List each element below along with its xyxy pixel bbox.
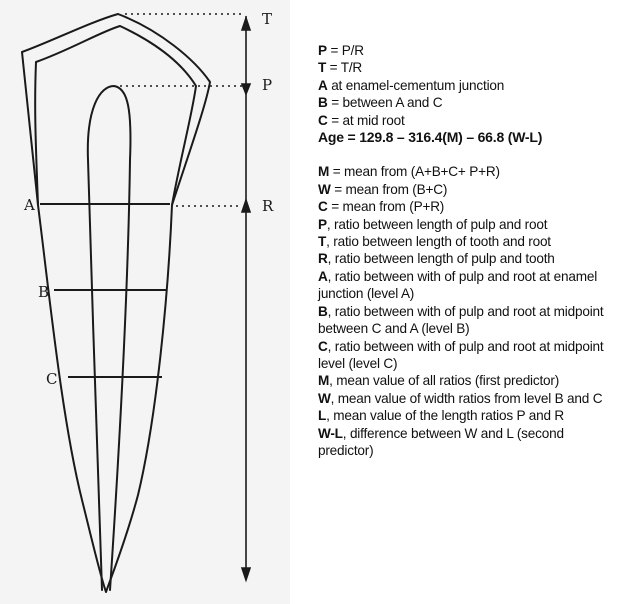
ratio-list: M = mean from (A+B+C+ P+R)W = mean from … xyxy=(318,163,617,459)
symbol: P xyxy=(318,217,327,232)
enamel-line xyxy=(35,26,196,205)
items-row: R, ratio between length of pulp and toot… xyxy=(318,250,617,267)
description: , mean value of all ratios (first predic… xyxy=(329,373,559,388)
description: = between A and C xyxy=(328,95,443,110)
items-row: P, ratio between length of pulp and root xyxy=(318,216,617,233)
symbol: T xyxy=(318,234,326,249)
description: , ratio between with of pulp and root at… xyxy=(318,269,597,301)
symbol: A xyxy=(318,78,328,93)
pulp-canal xyxy=(88,86,131,590)
label-t: T xyxy=(262,12,272,27)
symbol: W-L xyxy=(318,426,343,441)
items-row: M = mean from (A+B+C+ P+R) xyxy=(318,163,617,180)
description: , ratio between length of tooth and root xyxy=(326,234,551,249)
items-row: C = mean from (P+R) xyxy=(318,198,617,215)
symbol: M xyxy=(318,164,329,179)
description: , mean value of width ratios from level … xyxy=(331,391,603,406)
symbol: A xyxy=(318,269,328,284)
description: , ratio between with of pulp and root at… xyxy=(318,339,603,371)
label-p: P xyxy=(262,78,272,93)
symbol: C xyxy=(318,199,328,214)
label-r: R xyxy=(262,199,273,214)
description: at enamel-cementum junction xyxy=(328,78,505,93)
age-formula: Age = 129.8 – 316.4(M) – 66.8 (W-L) xyxy=(318,129,617,146)
description: = mean from (P+R) xyxy=(328,199,445,214)
description: , difference between W and L (second pre… xyxy=(318,426,564,458)
symbol: C xyxy=(318,113,328,128)
definitions-row: P = P/R xyxy=(318,42,617,59)
description: = P/R xyxy=(327,43,364,58)
items-row: C, ratio between with of pulp and root a… xyxy=(318,338,617,373)
items-row: W, mean value of width ratios from level… xyxy=(318,390,617,407)
arrow-bottom xyxy=(242,568,250,580)
label-c: C xyxy=(46,372,57,387)
symbol: W xyxy=(318,391,331,406)
label-b: B xyxy=(38,285,49,300)
symbol: T xyxy=(318,60,326,75)
symbol: M xyxy=(318,373,329,388)
arrow-top xyxy=(242,18,250,30)
items-row: W = mean from (B+C) xyxy=(318,181,617,198)
label-a: A xyxy=(24,198,35,213)
description: , ratio between length of pulp and root xyxy=(327,217,547,232)
definitions-row: A at enamel-cementum junction xyxy=(318,77,617,94)
symbol: P xyxy=(318,43,327,58)
symbol: B xyxy=(318,304,328,319)
symbol: B xyxy=(318,95,328,110)
definitions-row: C = at mid root xyxy=(318,112,617,129)
definitions-row: T = T/R xyxy=(318,59,617,76)
tooth-diagram: T P R A B C xyxy=(0,0,290,604)
description: = T/R xyxy=(326,60,362,75)
description: = mean from (B+C) xyxy=(331,182,448,197)
symbol: L xyxy=(318,408,326,423)
description: , mean value of the length ratios P and … xyxy=(326,408,564,423)
description: = mean from (A+B+C+ P+R) xyxy=(329,164,500,179)
symbol: R xyxy=(318,251,328,266)
items-row: B, ratio between with of pulp and root a… xyxy=(318,303,617,338)
symbol: C xyxy=(318,339,328,354)
description: , ratio between with of pulp and root at… xyxy=(318,304,603,336)
items-row: M, mean value of all ratios (first predi… xyxy=(318,372,617,389)
symbol: W xyxy=(318,182,331,197)
items-row: T, ratio between length of tooth and roo… xyxy=(318,233,617,250)
description: = at mid root xyxy=(328,113,405,128)
items-row: W-L, difference between W and L (second … xyxy=(318,425,617,460)
arrow-p xyxy=(242,84,250,94)
arrow-r xyxy=(242,200,250,212)
items-row: L, mean value of the length ratios P and… xyxy=(318,407,617,424)
definitions-row: B = between A and C xyxy=(318,94,617,111)
items-row: A, ratio between with of pulp and root a… xyxy=(318,268,617,303)
tooth-drawing xyxy=(0,0,290,604)
description: , ratio between length of pulp and tooth xyxy=(328,251,555,266)
